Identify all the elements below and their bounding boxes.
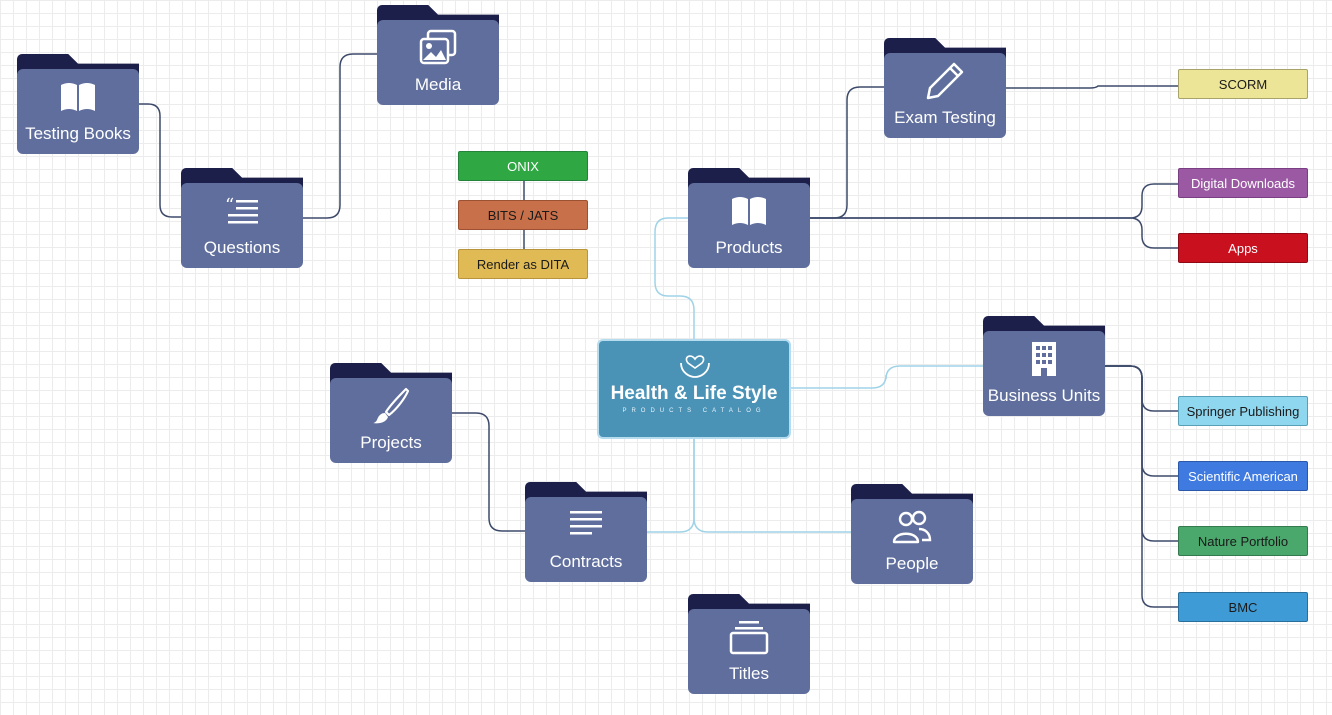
folder-label: Projects [360,433,422,452]
document-lines-icon [566,505,606,545]
folder-label: Questions [203,238,281,257]
node-apps[interactable]: Apps [1178,233,1308,263]
node-springer-publishing[interactable]: Springer Publishing [1178,396,1308,426]
node-label: BITS / JATS [487,207,559,223]
node-label: ONIX [507,158,539,174]
folder-projects[interactable]: Projects [330,363,452,463]
link-center-contracts [647,439,695,533]
link-questions-media [303,53,377,219]
folder-label: Exam Testing [894,108,996,127]
link-products-downloads [810,183,1178,219]
folder-body [17,69,139,154]
folder-testing-books[interactable]: Testing Books [17,54,139,154]
folder-body [688,183,810,268]
link-products-exam-testing [810,86,884,219]
node-label: Render as DITA [476,256,570,272]
hands-heart-logo-icon [680,355,710,378]
link-center-products [654,217,695,339]
book-icon [729,191,769,231]
node-render-as-dita[interactable]: Render as DITA [458,249,588,279]
svg-text:“: “ [225,195,234,216]
node-label: Digital Downloads [1190,175,1296,191]
building-icon [1024,339,1064,379]
folder-people[interactable]: People [851,484,973,584]
node-label: Nature Portfolio [1197,533,1289,549]
link-center-people [693,439,851,533]
folder-business-units[interactable]: Business Units [983,316,1105,416]
quote-list-icon: “ [222,191,262,231]
node-label: Springer Publishing [1186,403,1300,419]
node-scorm[interactable]: SCORM [1178,69,1308,99]
folder-body [884,53,1006,138]
folder-label: Media [414,75,462,94]
images-icon [418,28,458,68]
link-projects-contracts [452,412,525,532]
folder-label: Business Units [987,386,1101,405]
link-bu-bmc [1105,365,1178,608]
book-icon [58,77,98,117]
folder-media[interactable]: Media [377,5,499,105]
node-digital-downloads[interactable]: Digital Downloads [1178,168,1308,198]
node-label: Scientific American [1188,468,1298,484]
folder-label: Titles [729,664,769,683]
link-exam-testing-scorm [1006,85,1178,89]
folder-label: Testing Books [25,124,131,143]
folder-body [181,183,303,268]
folder-questions[interactable]: “ Questions [181,168,303,268]
central-topic-title: Health & Life Style [610,383,778,404]
link-testing-books-questions [138,103,181,218]
folder-exam-testing[interactable]: Exam Testing [884,38,1006,138]
folder-label: Contracts [549,552,623,571]
folder-label: People [885,554,939,573]
node-bmc[interactable]: BMC [1178,592,1308,622]
folder-label: Products [715,238,783,257]
link-center-business-units [791,365,983,389]
node-label: Apps [1228,240,1258,256]
people-icon [892,507,932,547]
paintbrush-icon [371,386,411,426]
stack-icon [729,617,769,657]
folder-products[interactable]: Products [688,168,810,268]
folder-contracts[interactable]: Contracts [525,482,647,582]
folder-titles[interactable]: Titles [688,594,810,694]
central-topic-tagline: PRODUCTS CATALOG [622,408,766,414]
node-label: SCORM [1218,76,1268,92]
link-products-apps [810,217,1178,249]
folder-body [330,378,452,463]
node-onix[interactable]: ONIX [458,151,588,181]
node-nature-portfolio[interactable]: Nature Portfolio [1178,526,1308,556]
node-label: BMC [1228,599,1258,615]
node-bits-jats[interactable]: BITS / JATS [458,200,588,230]
pencil-icon [925,61,965,101]
central-topic[interactable]: Health & Life Style PRODUCTS CATALOG [597,339,791,439]
node-scientific-american[interactable]: Scientific American [1178,461,1308,491]
